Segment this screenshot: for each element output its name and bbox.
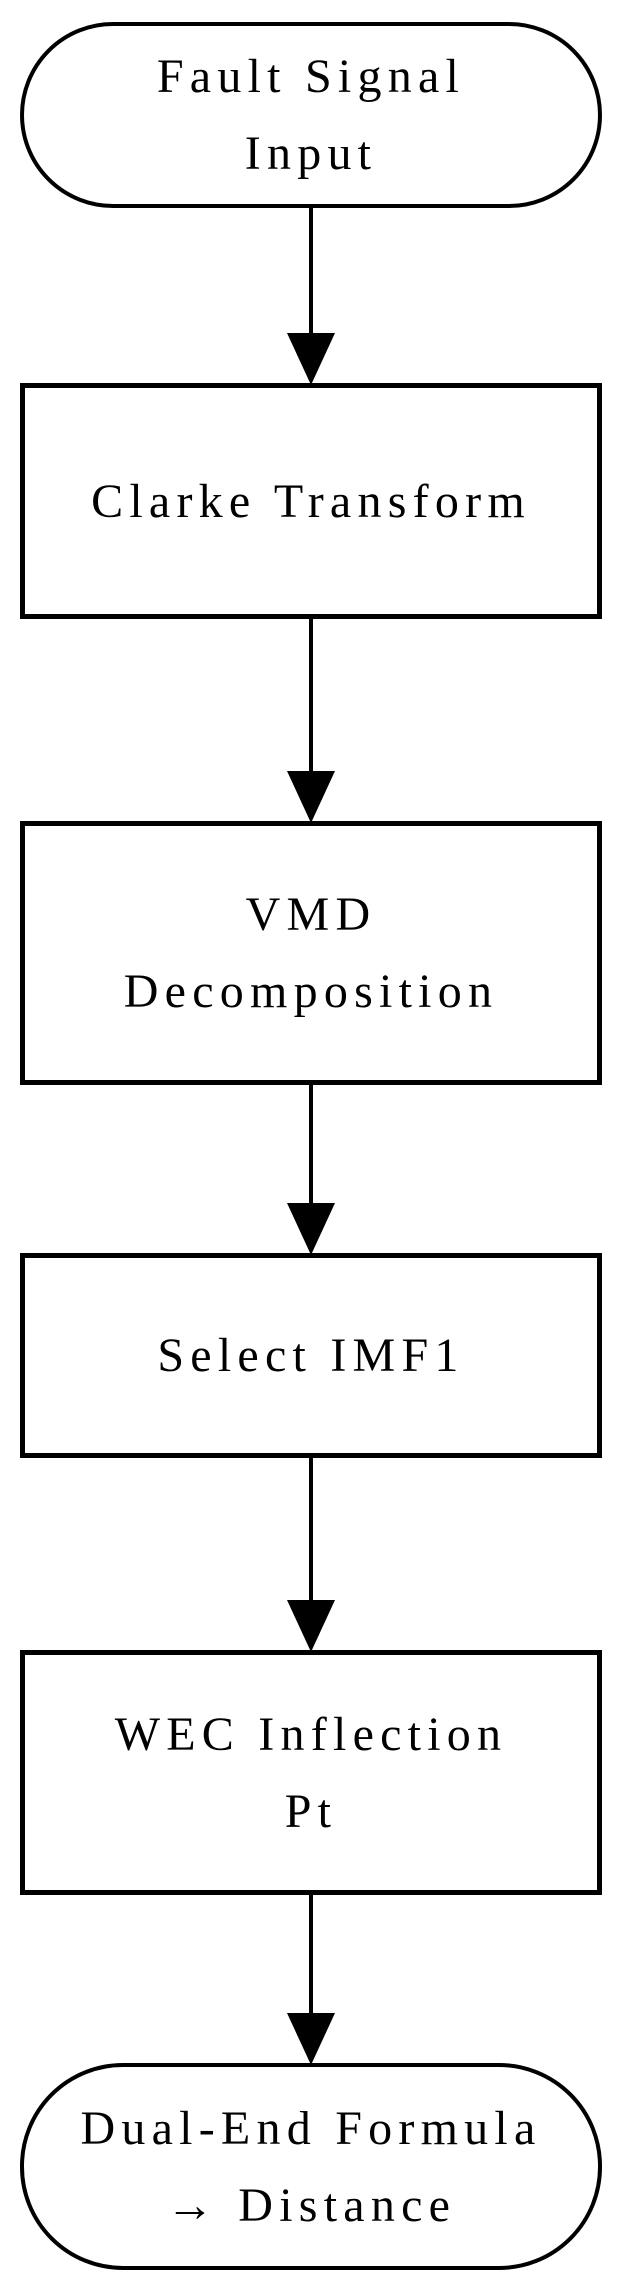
flowchart-node-clarke-transform: Clarke Transform (20, 383, 602, 619)
flow-connector-1 (286, 206, 336, 385)
connector-line (309, 206, 313, 335)
arrowhead-down-icon (287, 1203, 335, 1255)
node-label-line: → Distance (165, 2178, 457, 2232)
flowchart-node-dual-end-formula-distance: Dual-End Formula → Distance (20, 2063, 602, 2270)
flowchart-node-wec-inflection-pt: WEC Inflection Pt (20, 1650, 602, 1895)
connector-line (309, 1083, 313, 1205)
node-label-line: WEC Inflection (114, 1707, 508, 1761)
flow-connector-2 (286, 617, 336, 823)
connector-line (309, 1893, 313, 2015)
flow-connector-4 (286, 1456, 336, 1652)
node-label-line: Dual-End Formula (80, 2101, 542, 2155)
flow-connector-3 (286, 1083, 336, 1255)
arrowhead-down-icon (287, 1600, 335, 1652)
arrowhead-down-icon (287, 2013, 335, 2065)
node-label-line: Pt (284, 1784, 338, 1838)
node-label-line: Clarke Transform (91, 474, 531, 528)
flowchart-node-select-imf1: Select IMF1 (20, 1253, 602, 1458)
node-label-line: VMD (245, 888, 377, 941)
node-label-line: Select IMF1 (157, 1329, 465, 1382)
flow-connector-5 (286, 1893, 336, 2065)
flowchart-node-fault-signal-input: Fault Signal Input (20, 22, 602, 208)
node-label-line: Decomposition (123, 965, 499, 1018)
connector-line (309, 1456, 313, 1602)
arrowhead-down-icon (287, 771, 335, 823)
flowchart-node-vmd-decomposition: VMD Decomposition (20, 821, 602, 1085)
arrowhead-down-icon (287, 333, 335, 385)
connector-line (309, 617, 313, 773)
node-label-line: Fault Signal (156, 50, 466, 103)
node-label-line: Input (244, 127, 378, 180)
